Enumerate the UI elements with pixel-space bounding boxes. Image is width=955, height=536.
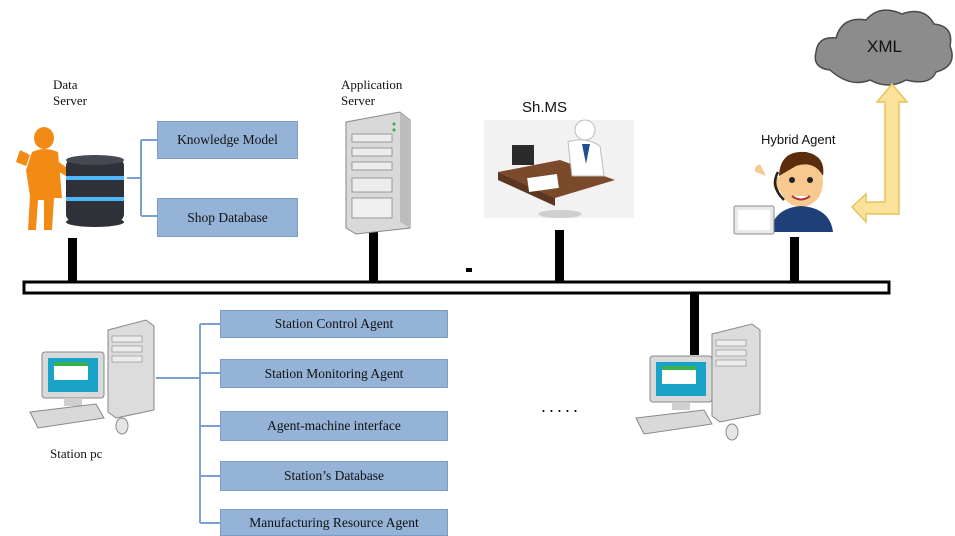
application-server-label: Application Server (341, 77, 403, 108)
application-server-icon (345, 111, 411, 235)
network-bus (22, 280, 891, 295)
shms-manager-icon (484, 119, 634, 218)
manufacturing-resource-agent-box: Manufacturing Resource Agent (220, 509, 448, 536)
hybrid-agent-label: Hybrid Agent (761, 132, 836, 147)
data-server-label: Data Server (53, 77, 87, 108)
xml-label: XML (867, 37, 902, 56)
station-pc-label: Station pc (50, 446, 103, 461)
data-server-icon (16, 127, 124, 230)
bus-marker (466, 268, 472, 272)
data-server-connector (68, 238, 77, 282)
hybrid-agent-icon (733, 151, 833, 235)
stations-database-box: Station’s Database (220, 461, 448, 491)
remote-pc-icon (635, 323, 761, 441)
hybrid-agent-connector (790, 237, 799, 282)
app-server-connector (369, 232, 378, 282)
agent-machine-interface-box: Agent-machine interface (220, 411, 448, 441)
station-control-agent-box: Station Control Agent (220, 310, 448, 338)
ellipsis-more-stations: ..... (541, 396, 582, 416)
shms-label: Sh.MS (522, 99, 568, 116)
knowledge-model-box: Knowledge Model (157, 121, 298, 159)
data-server-bracket (127, 139, 157, 217)
station-monitoring-agent-box: Station Monitoring Agent (220, 359, 448, 388)
shop-database-box: Shop Database (157, 198, 298, 237)
station-pc-icon (29, 319, 155, 435)
xml-cloud (814, 9, 953, 86)
xml-arrow (850, 82, 909, 224)
shms-connector (555, 230, 564, 282)
remote-pc-connector (690, 293, 699, 355)
station-bracket (156, 323, 220, 524)
